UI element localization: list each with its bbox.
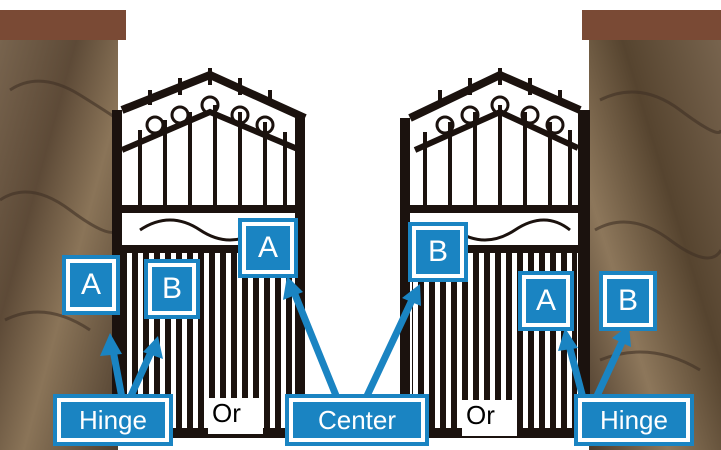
right-hinge-label: Hinge (578, 398, 690, 442)
or-label-left: Or (208, 398, 263, 434)
center-label: Center (289, 398, 425, 442)
center-a-label: A (242, 222, 294, 274)
right-hinge-b-label: B (603, 275, 653, 327)
or-label-right: Or (462, 400, 517, 436)
right-hinge-a-label: A (522, 275, 570, 327)
left-pillar (0, 10, 126, 450)
left-hinge-b-label: B (148, 263, 196, 315)
center-b-label: B (412, 226, 464, 278)
left-hinge-label: Hinge (57, 398, 169, 442)
left-hinge-a-label: A (66, 259, 116, 311)
